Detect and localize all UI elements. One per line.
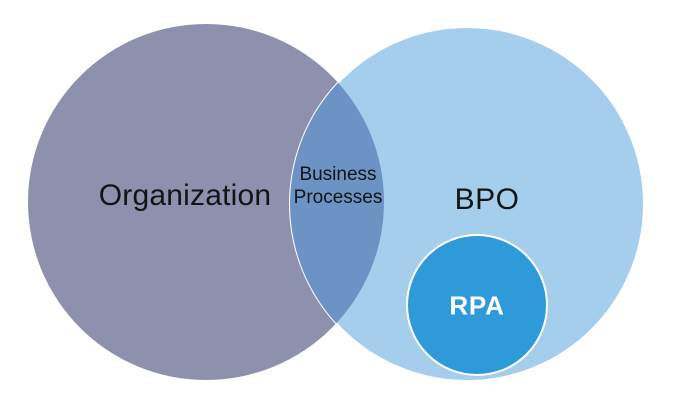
organization-label: Organization xyxy=(98,179,272,212)
business-processes-label-line1: Business xyxy=(299,164,377,185)
bpo-label: BPO xyxy=(454,183,520,216)
rpa-label: RPA xyxy=(449,290,505,321)
business-processes-label: Business Processes xyxy=(294,163,383,209)
rpa-circle xyxy=(406,234,548,376)
business-processes-label-line2: Processes xyxy=(293,187,383,208)
organization-circle xyxy=(28,24,384,380)
